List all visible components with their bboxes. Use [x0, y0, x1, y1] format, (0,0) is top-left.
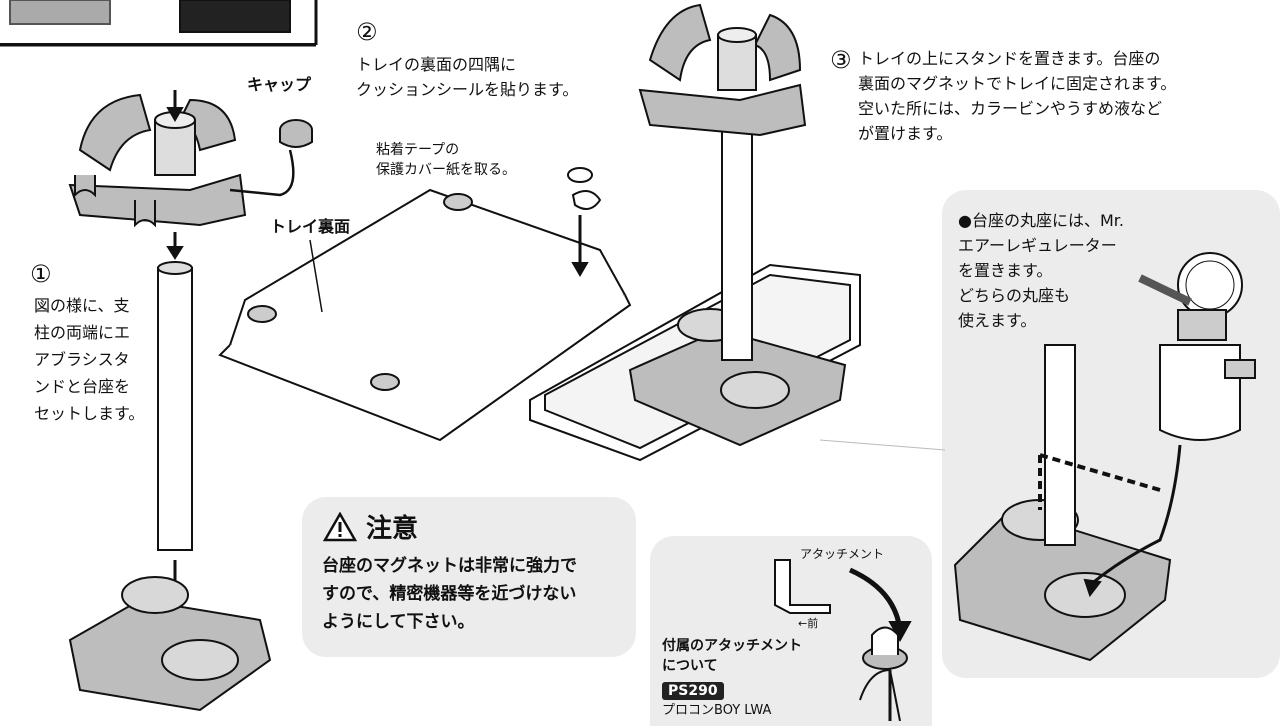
model-badge: PS290 [662, 682, 724, 700]
step1-number: ① [30, 260, 52, 288]
caution-title: 注意 [366, 514, 419, 544]
step1-text: 図の様に、支 柱の両端にエ アブラシスタ ンドと台座を セットします。 [34, 296, 145, 423]
attachment-label: アタッチメント [800, 547, 885, 561]
stand-on-tray-drawing [529, 3, 861, 462]
warning-icon [322, 511, 358, 542]
attachment-front-label: ←前 [798, 617, 819, 630]
step2-text: トレイの裏面の四隅に クッションシールを貼ります。 [356, 55, 579, 99]
regulator-scene-drawing [953, 252, 1256, 662]
airbrush-holder-drawing [68, 93, 247, 228]
caution-panel [302, 497, 636, 657]
base-drawing [68, 576, 272, 712]
attachment-about-text: 付属のアタッチメント について [662, 638, 802, 674]
model-name: プロコンBOY LWA [662, 703, 772, 718]
tray-back-label: トレイ裏面 [270, 217, 351, 236]
step3-number: ③ [830, 46, 852, 74]
caution-text: 台座のマグネットは非常に強力で すので、精密機器等を近づけない ようにして下さい… [322, 556, 577, 632]
cap-label: キャップ [247, 75, 312, 94]
tape-cover-label: 粘着テープの 保護カバー紙を取る。 [376, 142, 516, 178]
cap-drawing [279, 119, 313, 148]
step2-number: ② [356, 18, 378, 46]
regulator-note: ●台座の丸座には、Mr. エアーレギュレーター を置きます。 どちらの丸座も 使… [958, 211, 1124, 330]
attachment-drawing [774, 559, 912, 721]
product-photo-inset [0, 0, 318, 47]
tray-back-drawing [218, 188, 632, 442]
pole-drawing [157, 261, 193, 551]
step3-text: トレイの上にスタンドを置きます。台座の 裏面のマグネットでトレイに固定されます。… [858, 49, 1177, 143]
